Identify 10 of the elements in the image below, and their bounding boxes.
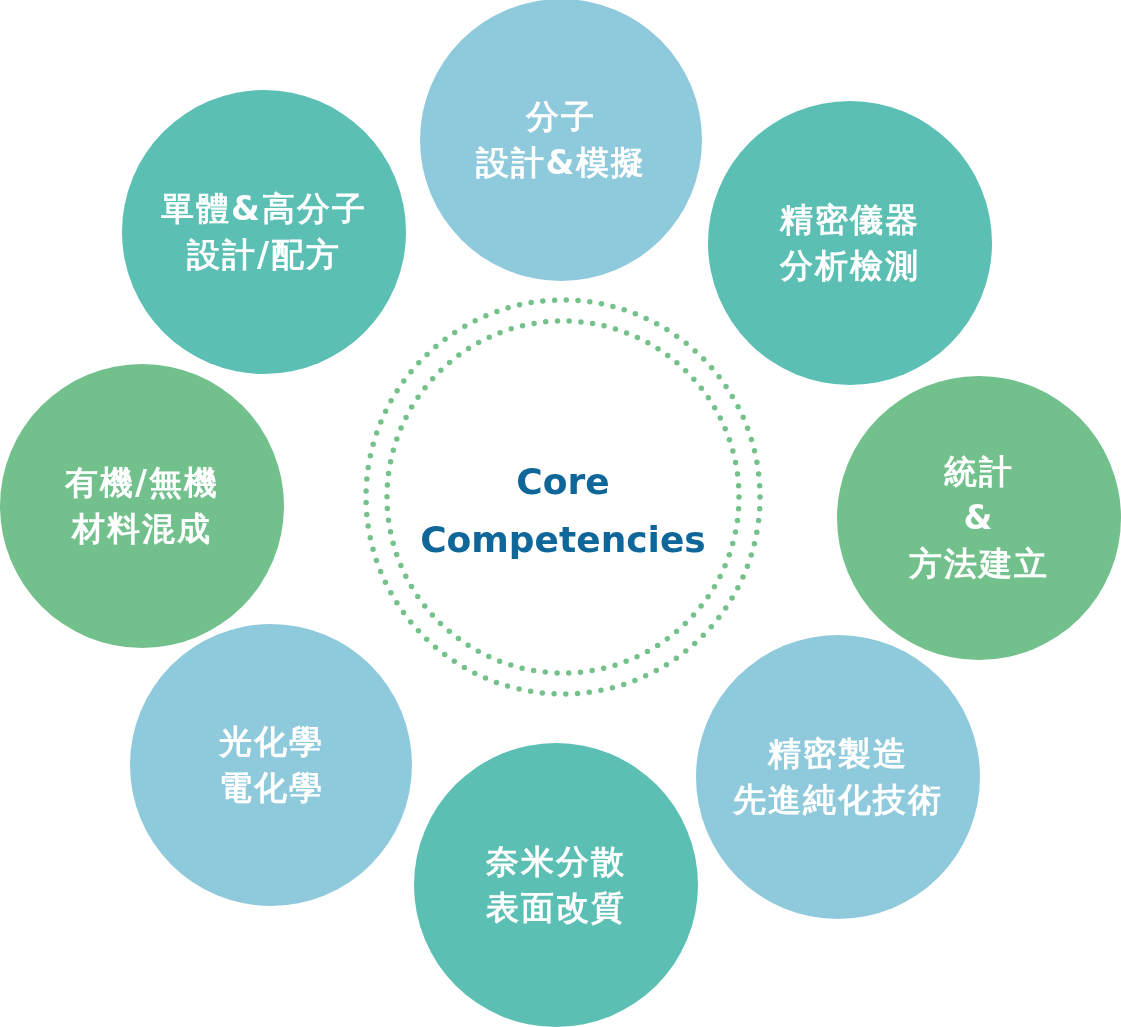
- center-title: Core Competencies: [419, 460, 707, 562]
- topic-label: 有機/無機材料混成: [64, 462, 220, 550]
- topic-label: 光化學電化學: [218, 721, 324, 809]
- topic-label: 單體&高分子設計/配方: [161, 188, 367, 276]
- topic-label: 精密製造先進純化技術: [733, 733, 943, 821]
- topic-label: 統計&方法建立: [909, 451, 1049, 585]
- topic-label: 分子設計&模擬: [475, 96, 647, 184]
- topic-label: 奈米分散表面改質: [486, 841, 626, 929]
- topic-label: 精密儀器分析檢測: [780, 199, 920, 287]
- dotted-circle: [363, 297, 763, 697]
